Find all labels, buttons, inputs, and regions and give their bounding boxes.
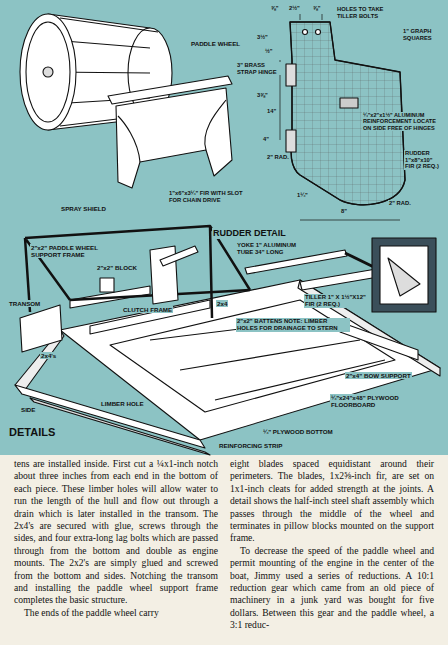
part-label: 3⅝" — [256, 92, 269, 99]
support-frame — [25, 226, 250, 318]
part-label: 2½" — [288, 5, 301, 12]
part-label: 14" — [266, 108, 277, 115]
part-label: REINFORCING STRIP — [218, 442, 283, 449]
body-paragraph: The ends of the paddle wheel carry — [14, 607, 218, 619]
transom — [20, 305, 62, 352]
part-label: 8" — [340, 208, 348, 215]
body-paragraph: eight blades spaced equidistant around t… — [230, 458, 434, 545]
part-label: ¼"x24"x48" PLYWOOD FLOORBOARD — [330, 394, 412, 408]
section-heading: DETAILS — [8, 426, 56, 439]
body-paragraph: To decrease the speed of the paddle whee… — [230, 545, 434, 632]
part-label: YOKE 1" ALUMINUM TUBE 34" LONG — [236, 242, 308, 256]
part-label: 2"x2" BLOCK — [96, 264, 138, 271]
part-label: 2x4's — [40, 352, 57, 359]
part-label: 2" RAD. — [266, 154, 290, 161]
teal-panel — [0, 0, 448, 455]
part-label: TILLER 1" X 1½"X12" FIR (2 REQ.) — [304, 294, 370, 308]
text-column: tens are installed inside. First cut a ¼… — [14, 458, 218, 619]
part-label: RUDDER 1"x8"x10" FIR (2 REQ.) — [404, 150, 444, 170]
part-label: ¼" PLYWOOD BOTTOM — [262, 428, 334, 435]
part-label: 1¼" — [296, 192, 309, 199]
part-label: 1"x6"x3¼" FIR WITH SLOT FOR CHAIN DRIVE — [168, 190, 250, 203]
body-paragraph: tens are installed inside. First cut a ¼… — [14, 458, 218, 607]
part-label: SPRAY SHIELD — [60, 205, 107, 212]
part-label: 2"x2" BATTENS NOTE: LIMBER HOLES FOR DRA… — [236, 318, 350, 332]
spray-shield — [108, 76, 232, 188]
part-label: 2"x4" BOW SUPPORT — [345, 372, 412, 379]
part-label: 1" GRAPH SQUARES — [402, 28, 444, 41]
section-heading: RUDDER DETAIL — [212, 228, 287, 238]
part-label: 3" BRASS STRAP HINGE — [236, 62, 284, 75]
part-label: ⅝" — [312, 5, 322, 12]
part-label: 2"x2" PADDLE WHEEL SUPPORT FRAME — [30, 244, 116, 258]
part-label: ½" — [264, 48, 274, 55]
part-label: CLUTCH FRAME — [122, 306, 173, 313]
part-label: ⅝" — [270, 5, 280, 12]
part-label: TRANSOM — [8, 300, 41, 307]
part-label: SIDE — [20, 406, 36, 413]
part-label: PADDLE WHEEL — [190, 40, 241, 47]
bow-support — [340, 322, 418, 360]
part-label: 2x4 — [216, 300, 228, 307]
part-label: LIMBER HOLE — [100, 400, 145, 407]
part-label: 2" RAD. — [388, 200, 412, 207]
part-label: HOLES TO TAKE TILLER BOLTS — [336, 6, 398, 19]
text-column: eight blades spaced equidistant around t… — [230, 458, 434, 632]
part-label: 3½" — [256, 34, 269, 41]
part-label: 4" — [262, 136, 270, 143]
part-label: ¼"x2"x1½" ALUMINUM REINFORCEMENT LOCATE … — [362, 112, 440, 131]
